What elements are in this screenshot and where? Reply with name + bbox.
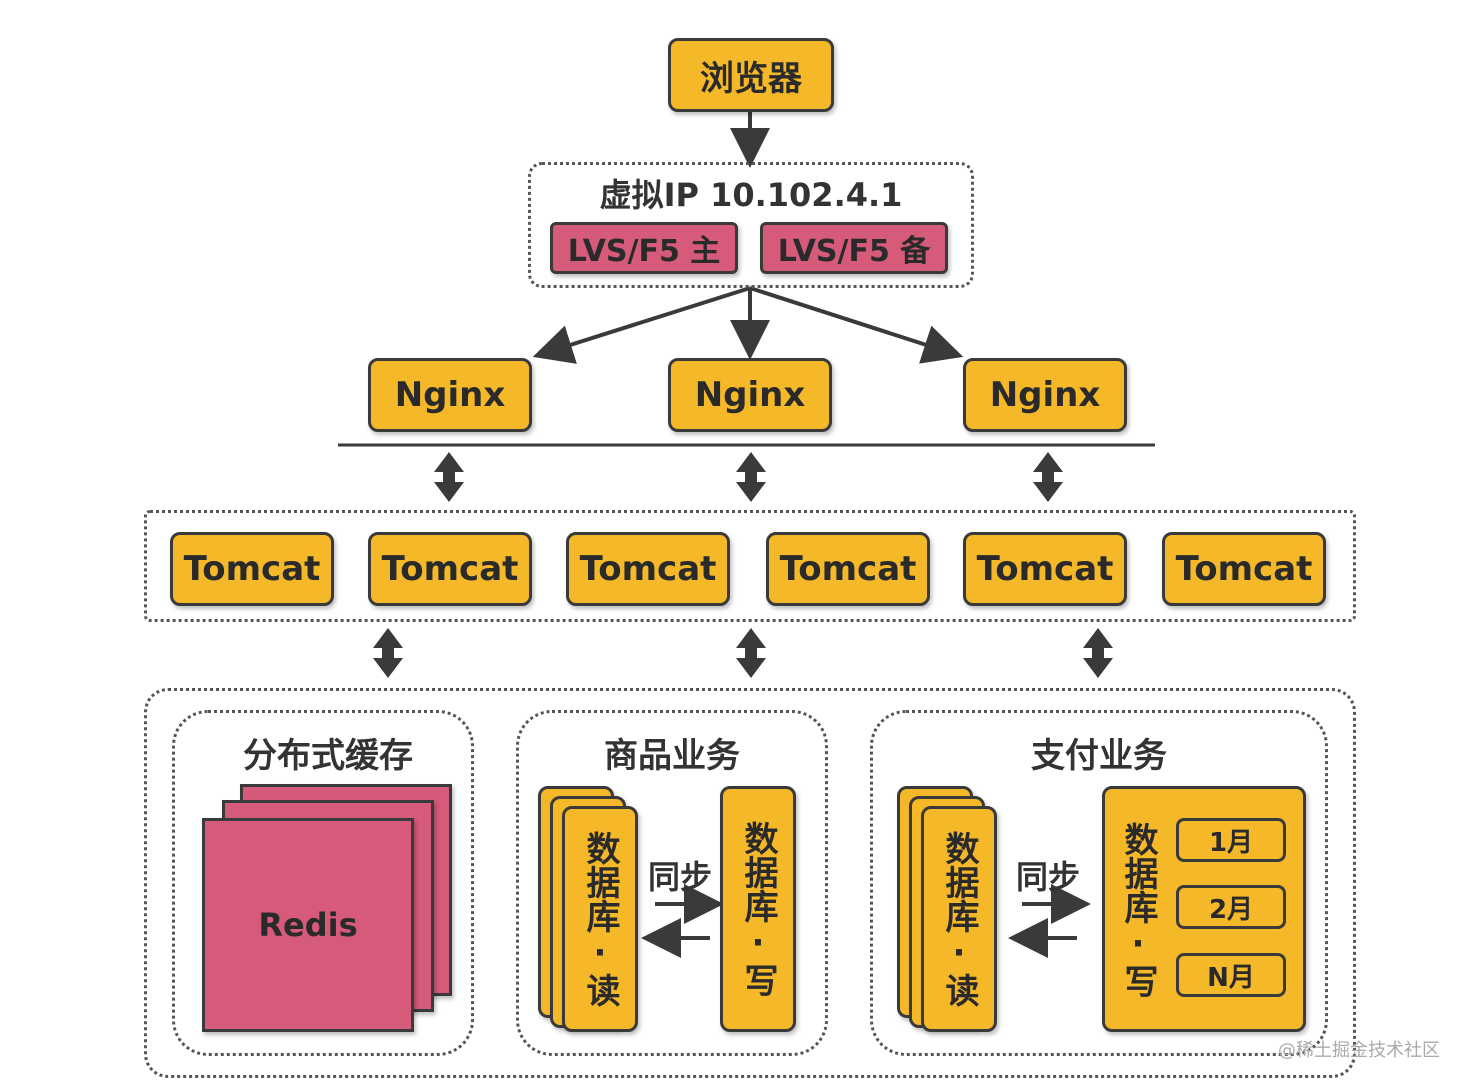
cache-title: 分布式缓存 [243, 736, 413, 776]
pay-month-partition-n: N月 [1176, 953, 1286, 997]
lvs-backup-node: LVS/F5 备 [760, 222, 948, 274]
virtual-ip-group [528, 162, 974, 288]
arrow-vip-to-nginx-3 [749, 286, 964, 364]
double-arrows [373, 452, 1113, 678]
lvs-master-node: LVS/F5 主 [550, 222, 738, 274]
double-arrow [1083, 628, 1113, 678]
watermark: @稀土掘金技术社区 [1278, 1040, 1440, 1061]
tomcat-node-2: Tomcat [368, 532, 532, 606]
tomcat-node-5: Tomcat [963, 532, 1127, 606]
tomcat-node-6: Tomcat [1162, 532, 1326, 606]
nginx-node-3: Nginx [963, 358, 1127, 432]
double-arrow [736, 452, 766, 502]
pay-read-db-label: 数据库·读 [939, 831, 979, 1007]
pay-write-db-label-wrap: 数据库·写 [1110, 800, 1166, 1020]
goods-write-db: 数据库·写 [720, 786, 796, 1032]
goods-title: 商品业务 [604, 736, 740, 776]
pay-month-partition-2: 2月 [1176, 885, 1286, 929]
pay-panel [870, 710, 1328, 1056]
double-arrow [736, 628, 766, 678]
tomcat-cluster [144, 510, 1356, 622]
double-arrow [434, 452, 464, 502]
tomcat-node-1: Tomcat [170, 532, 334, 606]
goods-write-db-label: 数据库·写 [738, 821, 778, 997]
nginx-node-2: Nginx [668, 358, 832, 432]
pay-month-partition-1: 1月 [1176, 818, 1286, 862]
virtual-ip-title: 虚拟IP 10.102.4.1 [599, 176, 903, 214]
nginx-node-1: Nginx [368, 358, 532, 432]
browser-node: 浏览器 [668, 38, 834, 112]
pay-read-db: 数据库·读 [921, 806, 997, 1032]
pay-sync-label: 同步 [1015, 858, 1080, 896]
pay-title: 支付业务 [1031, 736, 1167, 776]
goods-read-db-label: 数据库·读 [580, 831, 620, 1007]
backend-group [144, 688, 1356, 1078]
tomcat-node-4: Tomcat [766, 532, 930, 606]
goods-read-db: 数据库·读 [562, 806, 638, 1032]
double-arrow [1033, 452, 1063, 502]
double-arrow [373, 628, 403, 678]
goods-panel [516, 710, 828, 1056]
arrow-vip-to-nginx-1 [532, 286, 751, 364]
tomcat-node-3: Tomcat [566, 532, 730, 606]
pay-write-db-label: 数据库·写 [1118, 822, 1158, 998]
cache-panel [172, 710, 474, 1056]
redis-node: Redis [202, 818, 414, 1032]
goods-sync-label: 同步 [647, 858, 712, 896]
